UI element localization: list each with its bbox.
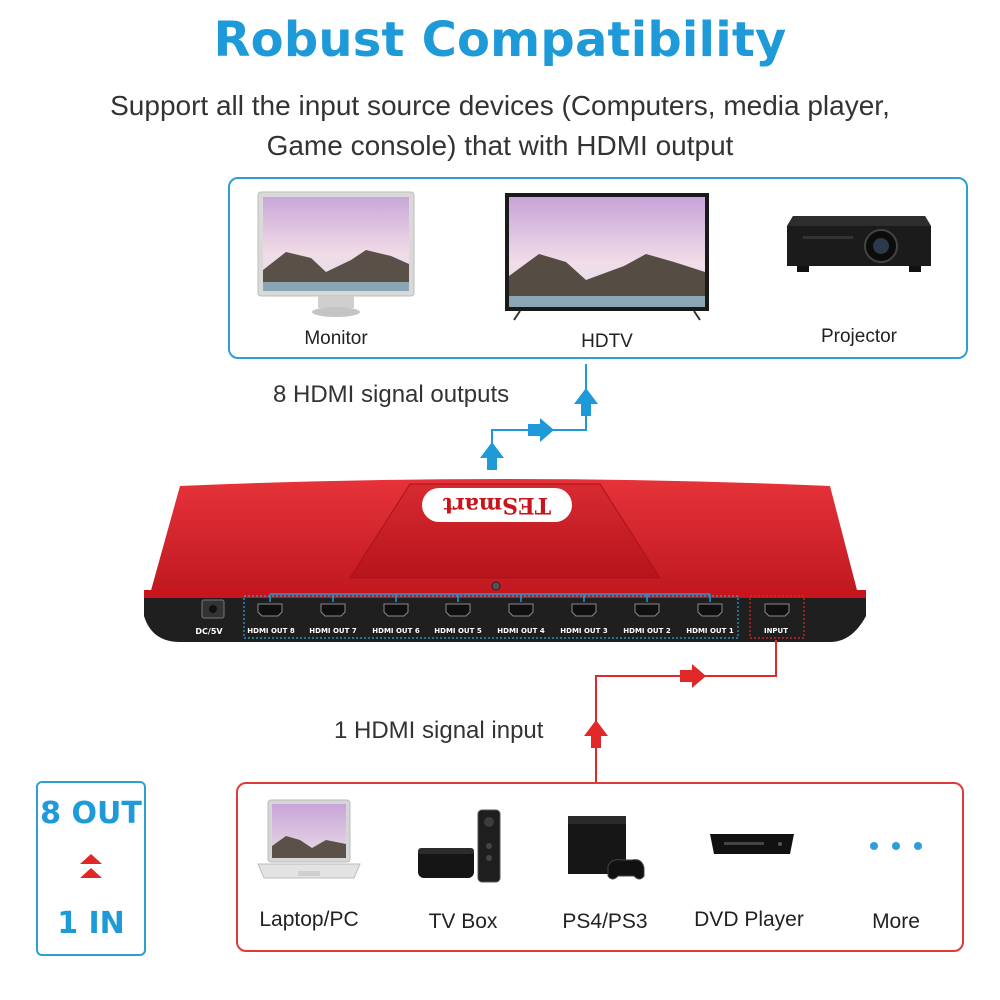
laptop-icon (257, 799, 361, 879)
input-signal-path (584, 640, 777, 783)
port-label-out-7: HDMI OUT 7 (309, 627, 357, 635)
more-label: More (872, 910, 920, 933)
laptop-label: Laptop/PC (259, 908, 359, 931)
tv-icon (505, 193, 709, 321)
port-label-out-5: HDMI OUT 5 (434, 627, 482, 635)
ratio-out: 8 OUT (40, 796, 142, 831)
page-title: Robust Compatibility (213, 12, 787, 68)
console-label: PS4/PS3 (562, 910, 648, 933)
more-dots-icon (870, 842, 922, 850)
hdtv-label: HDTV (581, 331, 633, 352)
projector-label: Projector (820, 326, 898, 347)
port-label-input: INPUT (763, 627, 789, 635)
input-devices-panel (236, 782, 964, 952)
port-label-out-1: HDMI OUT 1 (686, 627, 734, 635)
monitor-icon (257, 191, 415, 317)
projector-icon (787, 216, 931, 272)
port-label-out-4: HDMI OUT 4 (497, 627, 545, 635)
double-up-arrow-icon (80, 854, 102, 878)
dvd-player-label: DVD Player (694, 908, 804, 931)
power-label: DC/5V (195, 627, 223, 636)
tv-box-label: TV Box (428, 910, 498, 933)
port-label-out-2: HDMI OUT 2 (623, 627, 671, 635)
output-devices-panel (228, 177, 968, 359)
port-label-out-3: HDMI OUT 3 (560, 627, 608, 635)
tv-box-icon (418, 809, 501, 883)
outputs-caption: 8 HDMI signal outputs (273, 381, 510, 408)
port-label-out-6: HDMI OUT 6 (372, 627, 420, 635)
monitor-label: Monitor (304, 328, 368, 349)
subtitle-line-1: Support all the input source devices (Co… (110, 90, 890, 121)
brand-logo: TESmart (422, 488, 572, 522)
console-icon (568, 816, 645, 880)
output-signal-path (480, 364, 598, 470)
subtitle-line-2: Game console) that with HDMI output (266, 130, 734, 161)
inputs-caption: 1 HDMI signal input (334, 717, 544, 744)
port-label-out-8: HDMI OUT 8 (247, 627, 295, 635)
dvd-player-icon (710, 834, 794, 854)
ratio-panel (36, 781, 146, 956)
ratio-in: 1 IN (57, 906, 125, 941)
